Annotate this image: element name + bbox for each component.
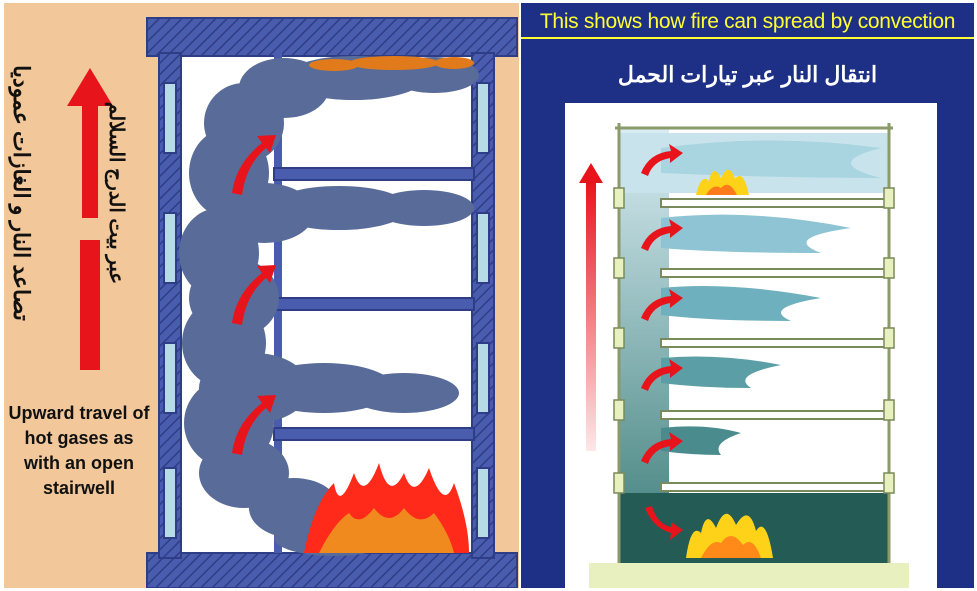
english-caption: Upward travel of hot gases as with an op… bbox=[4, 401, 154, 501]
arabic-caption-vertical-2: عبر بيت الدرج السلالم bbox=[99, 33, 129, 353]
roof-slab bbox=[147, 18, 517, 56]
convection-diagram bbox=[521, 3, 974, 588]
arabic-caption-vertical: تصاعد النار و الغازات عموديا bbox=[4, 13, 34, 373]
right-panel: This shows how fire can spread by convec… bbox=[521, 3, 974, 588]
left-panel: تصاعد النار و الغازات عموديا عبر بيت الد… bbox=[4, 3, 519, 588]
base-slab bbox=[147, 553, 517, 588]
ground bbox=[589, 563, 909, 588]
